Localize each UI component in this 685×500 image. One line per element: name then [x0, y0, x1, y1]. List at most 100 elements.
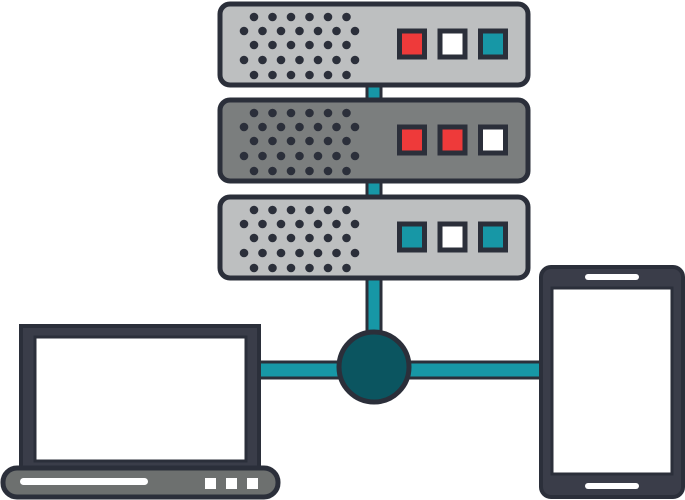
vent-hole	[276, 151, 286, 161]
vent-hole	[295, 122, 304, 132]
laptop	[0, 324, 281, 500]
vent-hole	[258, 26, 267, 36]
vent-hole	[276, 55, 286, 65]
vent-hole	[305, 205, 314, 215]
vent-hole	[323, 12, 333, 22]
vent-hole	[286, 136, 296, 146]
status-light-white	[437, 221, 468, 253]
vent-hole	[313, 122, 323, 132]
vent-hole	[342, 108, 351, 118]
vent-hole	[332, 219, 341, 229]
vent-hole	[323, 136, 333, 146]
vent-hole	[323, 70, 333, 80]
vent-hole	[239, 248, 249, 258]
vent-hole	[342, 166, 351, 176]
vent-hole	[332, 26, 341, 36]
vent-hole	[342, 12, 351, 22]
phone-screen	[550, 286, 674, 476]
vent-hole	[350, 219, 360, 229]
vent-hole	[249, 40, 259, 50]
vent-hole	[239, 26, 249, 36]
server-unit-bottom	[217, 194, 531, 281]
vent-hole	[276, 248, 286, 258]
status-light-teal	[478, 221, 508, 253]
server-unit-top	[217, 1, 531, 88]
vent-hole	[313, 219, 323, 229]
server-chassis	[217, 97, 531, 184]
vent-hole	[239, 151, 249, 161]
vent-hole	[268, 205, 277, 215]
vent-hole	[323, 108, 333, 118]
vent-hole	[268, 263, 277, 273]
vent-hole	[332, 248, 341, 258]
vent-hole	[258, 122, 267, 132]
vent-hole	[286, 70, 296, 80]
vent-hole	[258, 248, 267, 258]
vent-hole	[258, 55, 267, 65]
vent-hole	[286, 40, 296, 50]
status-light-red	[397, 28, 427, 60]
vent-hole	[313, 151, 323, 161]
vent-hole	[313, 26, 323, 36]
vent-hole	[239, 55, 249, 65]
vent-hole	[268, 166, 277, 176]
status-light-red	[397, 124, 427, 156]
vent-hole	[286, 166, 296, 176]
server-chassis	[217, 194, 531, 281]
vent-hole	[286, 233, 296, 243]
vent-hole	[305, 108, 314, 118]
vent-hole	[332, 151, 341, 161]
status-light-teal	[478, 28, 508, 60]
vent-hole	[286, 263, 296, 273]
vent-hole	[286, 205, 296, 215]
vent-hole	[249, 205, 259, 215]
vent-hole	[342, 40, 351, 50]
smartphone	[539, 265, 685, 499]
vent-hole	[342, 263, 351, 273]
vent-hole	[295, 26, 304, 36]
vent-hole	[350, 26, 360, 36]
laptop-trackpad-bar	[20, 478, 148, 485]
vent-hole	[305, 40, 314, 50]
vent-hole	[286, 108, 296, 118]
status-light-white	[478, 124, 508, 156]
server-rack	[217, 1, 531, 281]
vent-hole	[305, 12, 314, 22]
vent-hole	[323, 40, 333, 50]
vent-hole	[249, 136, 259, 146]
vent-hole	[323, 263, 333, 273]
vent-hole	[305, 233, 314, 243]
status-light-red	[437, 124, 468, 156]
vent-hole	[268, 40, 277, 50]
vent-hole	[323, 205, 333, 215]
vent-hole	[276, 219, 286, 229]
vent-hole	[249, 166, 259, 176]
vent-hole	[305, 166, 314, 176]
vent-hole	[249, 263, 259, 273]
vent-hole	[342, 70, 351, 80]
vent-hole	[313, 55, 323, 65]
vent-hole	[249, 12, 259, 22]
vent-hole	[323, 233, 333, 243]
laptop-led	[226, 478, 237, 489]
status-light-teal	[397, 221, 427, 253]
laptop-led	[247, 478, 258, 489]
vent-hole	[350, 151, 360, 161]
vent-hole	[249, 70, 259, 80]
vent-hole	[342, 136, 351, 146]
vent-hole	[276, 122, 286, 132]
vent-hole	[239, 122, 249, 132]
server-chassis	[217, 1, 531, 88]
phone-speaker	[585, 274, 639, 280]
vent-hole	[332, 55, 341, 65]
vent-hole	[276, 26, 286, 36]
vent-hole	[350, 248, 360, 258]
vent-hole	[268, 136, 277, 146]
vent-hole	[268, 108, 277, 118]
vent-hole	[342, 205, 351, 215]
vent-hole	[268, 233, 277, 243]
vent-hole	[305, 263, 314, 273]
vent-hole	[249, 108, 259, 118]
vent-hole	[286, 12, 296, 22]
